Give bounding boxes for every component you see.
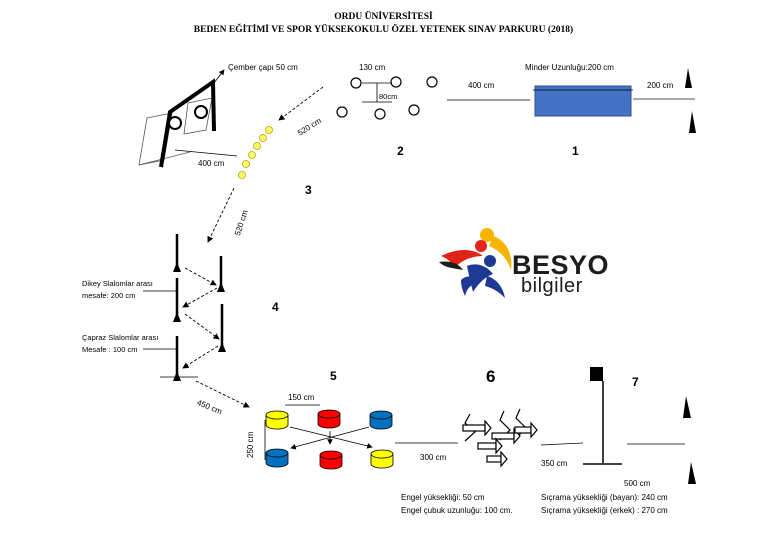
station-number-2: 2 (397, 144, 404, 158)
label-130cm: 130 cm (359, 63, 386, 72)
label-jump-height-male: Sıçrama yüksekliği (erkek) : 270 cm (541, 506, 668, 515)
route-arrows (182, 86, 324, 408)
cone-marker (685, 68, 692, 88)
station-number-4: 4 (272, 300, 279, 314)
label-hurdle-bar-length: Engel çubuk uzunluğu: 100 cm. (401, 506, 513, 515)
station-number-1: 1 (572, 144, 579, 158)
cone-marker (689, 111, 696, 133)
station-2-dots (336, 76, 438, 120)
cone-marker (683, 396, 691, 418)
cone-blue-bottom (265, 448, 289, 468)
title-line-2: BEDEN EĞİTİMİ VE SPOR YÜKSEKOKULU ÖZEL Y… (193, 25, 574, 35)
station-4-slalom (143, 234, 226, 381)
besyo-logo: BESYO bilgiler (437, 226, 611, 310)
cone-yellow-bottom (370, 449, 394, 469)
station-1-mat-area (447, 68, 696, 133)
station-number-7: 7 (632, 375, 639, 389)
title-line-1: ORDU ÜNİVERSİTESİ (334, 12, 433, 22)
cone-red-bottom (319, 450, 343, 470)
jump-target (590, 367, 603, 381)
label-350cm: 350 cm (541, 459, 568, 468)
station-3-hoop (138, 69, 238, 168)
station-number-5: 5 (330, 369, 337, 383)
hoop-ring (168, 116, 182, 130)
cone-marker (688, 462, 696, 484)
label-150cm: 150 cm (288, 393, 315, 402)
station-6-hurdles (462, 408, 538, 468)
label-cross-slalom-2: Mesafe : 100 cm (82, 345, 138, 354)
label-mat-length: Minder Uzunluğu:200 cm (525, 63, 614, 72)
label-400cm-left: 400 cm (198, 159, 225, 168)
station-number-6: 6 (486, 367, 496, 386)
label-400cm-top: 400 cm (468, 81, 495, 90)
station-7-jump (540, 367, 696, 484)
label-vertical-slalom-2: mesafe: 200 cm (82, 291, 136, 300)
label-hurdle-height: Engel yüksekliği: 50 cm (401, 493, 485, 502)
station-5-cones (264, 404, 394, 470)
cone-blue-top (369, 410, 393, 430)
label-jump-height-female: Sıçrama yüksekliği (bayan): 240 cm (541, 493, 668, 502)
station-3-balls (238, 126, 273, 179)
label-200cm: 200 cm (647, 81, 674, 90)
label-80cm: 80cm (379, 92, 398, 101)
logo-figure-icon (439, 228, 512, 298)
hoop-ring (194, 105, 208, 119)
label-cross-slalom-1: Çapraz Slalomlar arası (82, 333, 159, 342)
cone-yellow-top (265, 410, 289, 430)
label-hoop-diameter: Çember çapı 50 cm (228, 63, 298, 72)
label-250cm: 250 cm (246, 431, 255, 458)
label-500cm: 500 cm (624, 479, 651, 488)
cone-red-top (317, 409, 341, 429)
logo-main-text: BESYO (512, 250, 610, 280)
label-300cm: 300 cm (420, 453, 447, 462)
label-vertical-slalom-1: Dikey Slalomlar arası (82, 279, 153, 288)
station-number-3: 3 (305, 183, 312, 197)
gymnastics-mat (534, 85, 632, 117)
logo-sub-text: bilgiler (521, 275, 583, 297)
